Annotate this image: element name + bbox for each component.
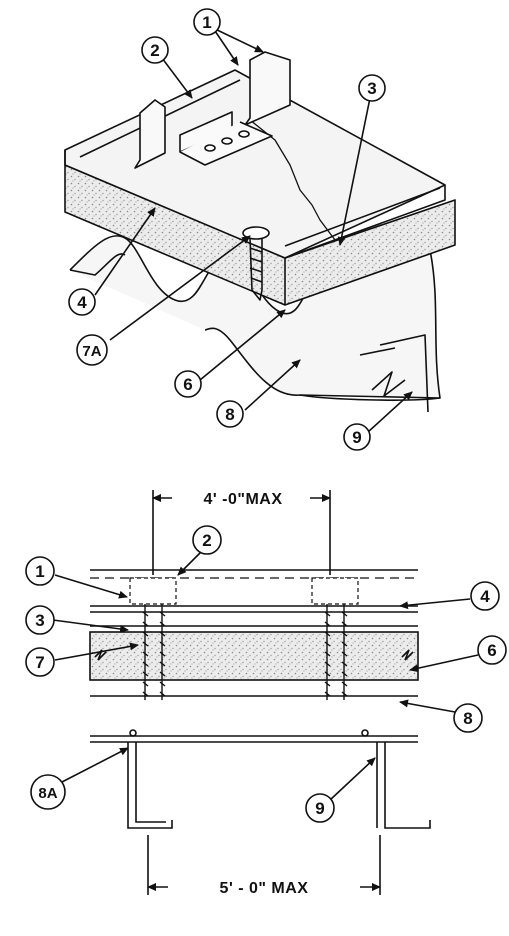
callout-7-section: 7 <box>35 653 44 672</box>
callout-4-section: 4 <box>480 587 490 606</box>
callout-2-section: 2 <box>202 531 211 550</box>
clip-shape <box>179 111 273 166</box>
section-labels: 4' -0"MAX 5' - 0" MAX 2 1 4 3 6 7 8 8A 9 <box>35 488 497 897</box>
callout-3-section: 3 <box>35 611 44 630</box>
callout-8a-section: 8A <box>38 785 57 802</box>
callout-8-top: 8 <box>225 405 234 424</box>
isometric-callout-labels: 1 2 3 4 7A 6 8 9 <box>77 13 376 447</box>
callout-9-section: 9 <box>315 799 324 818</box>
section-view <box>25 490 507 895</box>
callout-9-top: 9 <box>352 428 361 447</box>
callout-7a-top: 7A <box>82 343 101 360</box>
fastener-screw <box>242 226 270 301</box>
callout-6-section: 6 <box>487 641 496 660</box>
callout-4-top: 4 <box>77 293 87 312</box>
callout-3-top: 3 <box>367 79 376 98</box>
dimension-5ft-max: 5' - 0" MAX <box>220 880 309 897</box>
callout-1-top: 1 <box>202 13 211 32</box>
callout-8-section: 8 <box>463 709 472 728</box>
isometric-view <box>64 8 456 451</box>
section-fasteners <box>142 604 348 700</box>
callout-6-top: 6 <box>183 375 192 394</box>
dimension-4ft-max: 4' -0"MAX <box>203 491 282 508</box>
seam-rib-shapes <box>134 51 291 169</box>
joist-shape <box>359 334 429 413</box>
callout-2-top: 2 <box>150 41 159 60</box>
callout-1-section: 1 <box>35 562 44 581</box>
